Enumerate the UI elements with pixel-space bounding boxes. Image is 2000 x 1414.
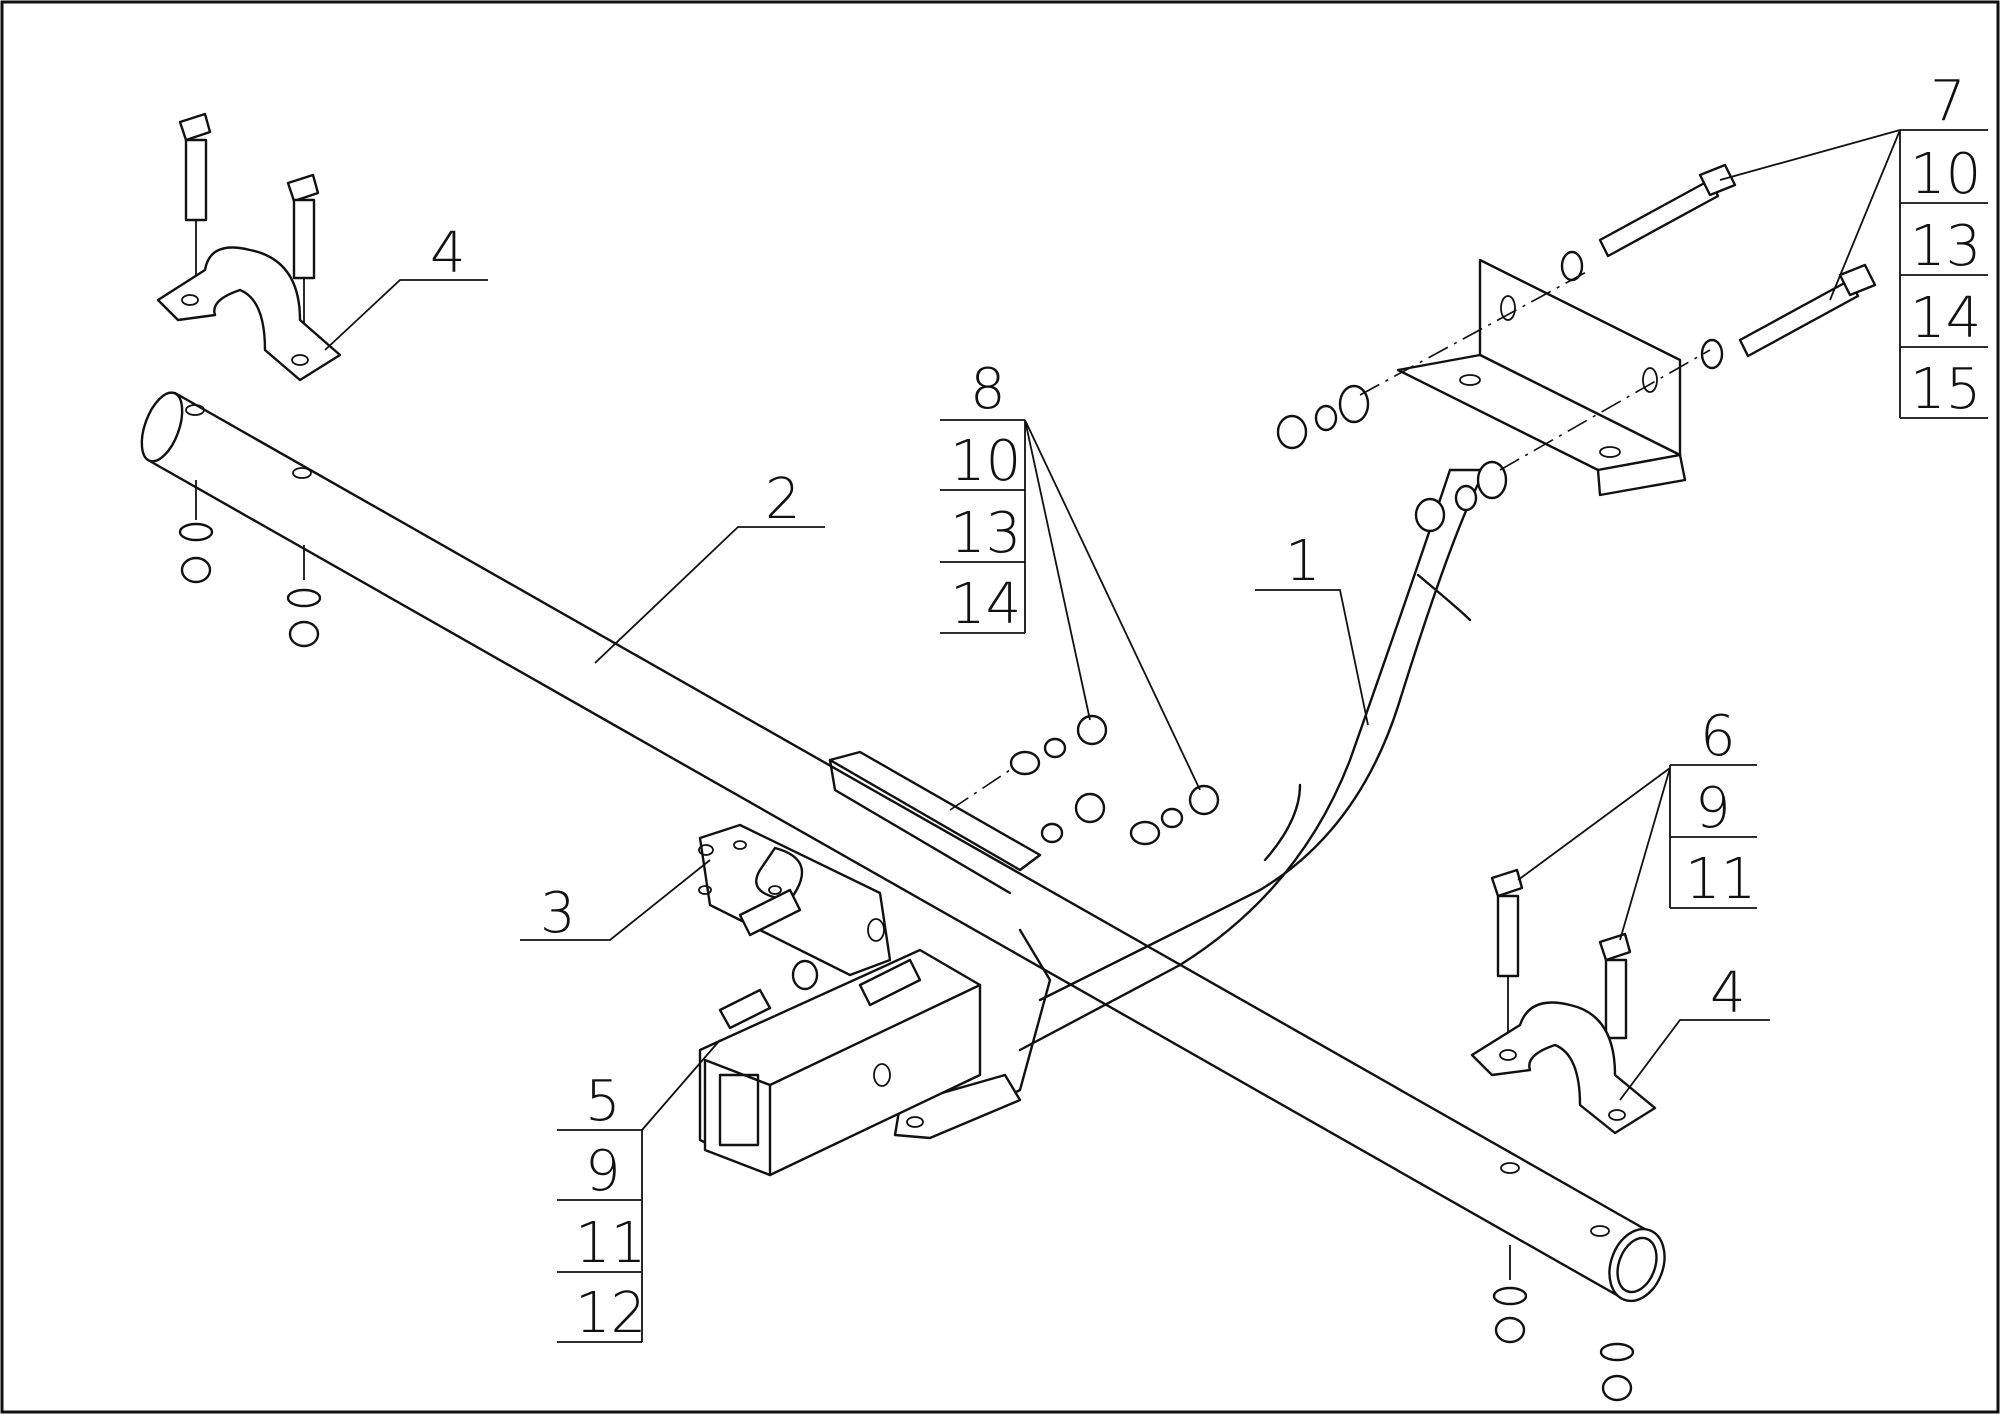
bracket-bolts — [1560, 163, 1877, 370]
clamp-right — [1470, 1001, 1657, 1135]
table7-row3: 14 — [1910, 286, 1981, 351]
table8-row2: 13 — [950, 501, 1021, 566]
upper-mounting-bracket — [1396, 258, 1687, 497]
clamp-left — [156, 246, 342, 382]
label-center-bolt: 8 — [970, 357, 1006, 422]
clamp-bolts-right — [1490, 868, 1632, 1050]
table7-row2: 13 — [1910, 214, 1981, 279]
label-clamp-bolt: 6 — [1700, 704, 1736, 769]
callouts — [324, 129, 1988, 1343]
table7-row4: 15 — [1910, 357, 1981, 422]
table6-row2: 11 — [1685, 847, 1756, 912]
label-clamp-left: 4 — [430, 221, 466, 286]
table6-row1: 9 — [1695, 776, 1731, 841]
fasteners — [178, 269, 1711, 1402]
table8-row1: 10 — [950, 429, 1021, 494]
label-body-frame: 1 — [1285, 529, 1321, 594]
label-clamp-right: 4 — [1710, 961, 1746, 1026]
hitch-receiver — [698, 948, 982, 1177]
label-pin-bolt: 5 — [585, 1069, 621, 1134]
table7-row1: 10 — [1910, 142, 1981, 207]
table5-row3: 12 — [575, 1281, 646, 1346]
label-cross-tube: 2 — [765, 467, 801, 532]
table5-row2: 11 — [575, 1211, 646, 1276]
label-bracket-bolt: 7 — [1930, 69, 1966, 134]
table5-row1: 9 — [585, 1139, 621, 1204]
table8-row3: 14 — [950, 572, 1021, 637]
hitch-body-frame — [828, 468, 1492, 1140]
label-socket-plate: 3 — [540, 881, 576, 946]
cross-tube — [140, 391, 1666, 1303]
part-labels: 1 2 3 4 4 5 6 7 8 10 13 14 15 10 13 14 9… — [430, 69, 1981, 1346]
